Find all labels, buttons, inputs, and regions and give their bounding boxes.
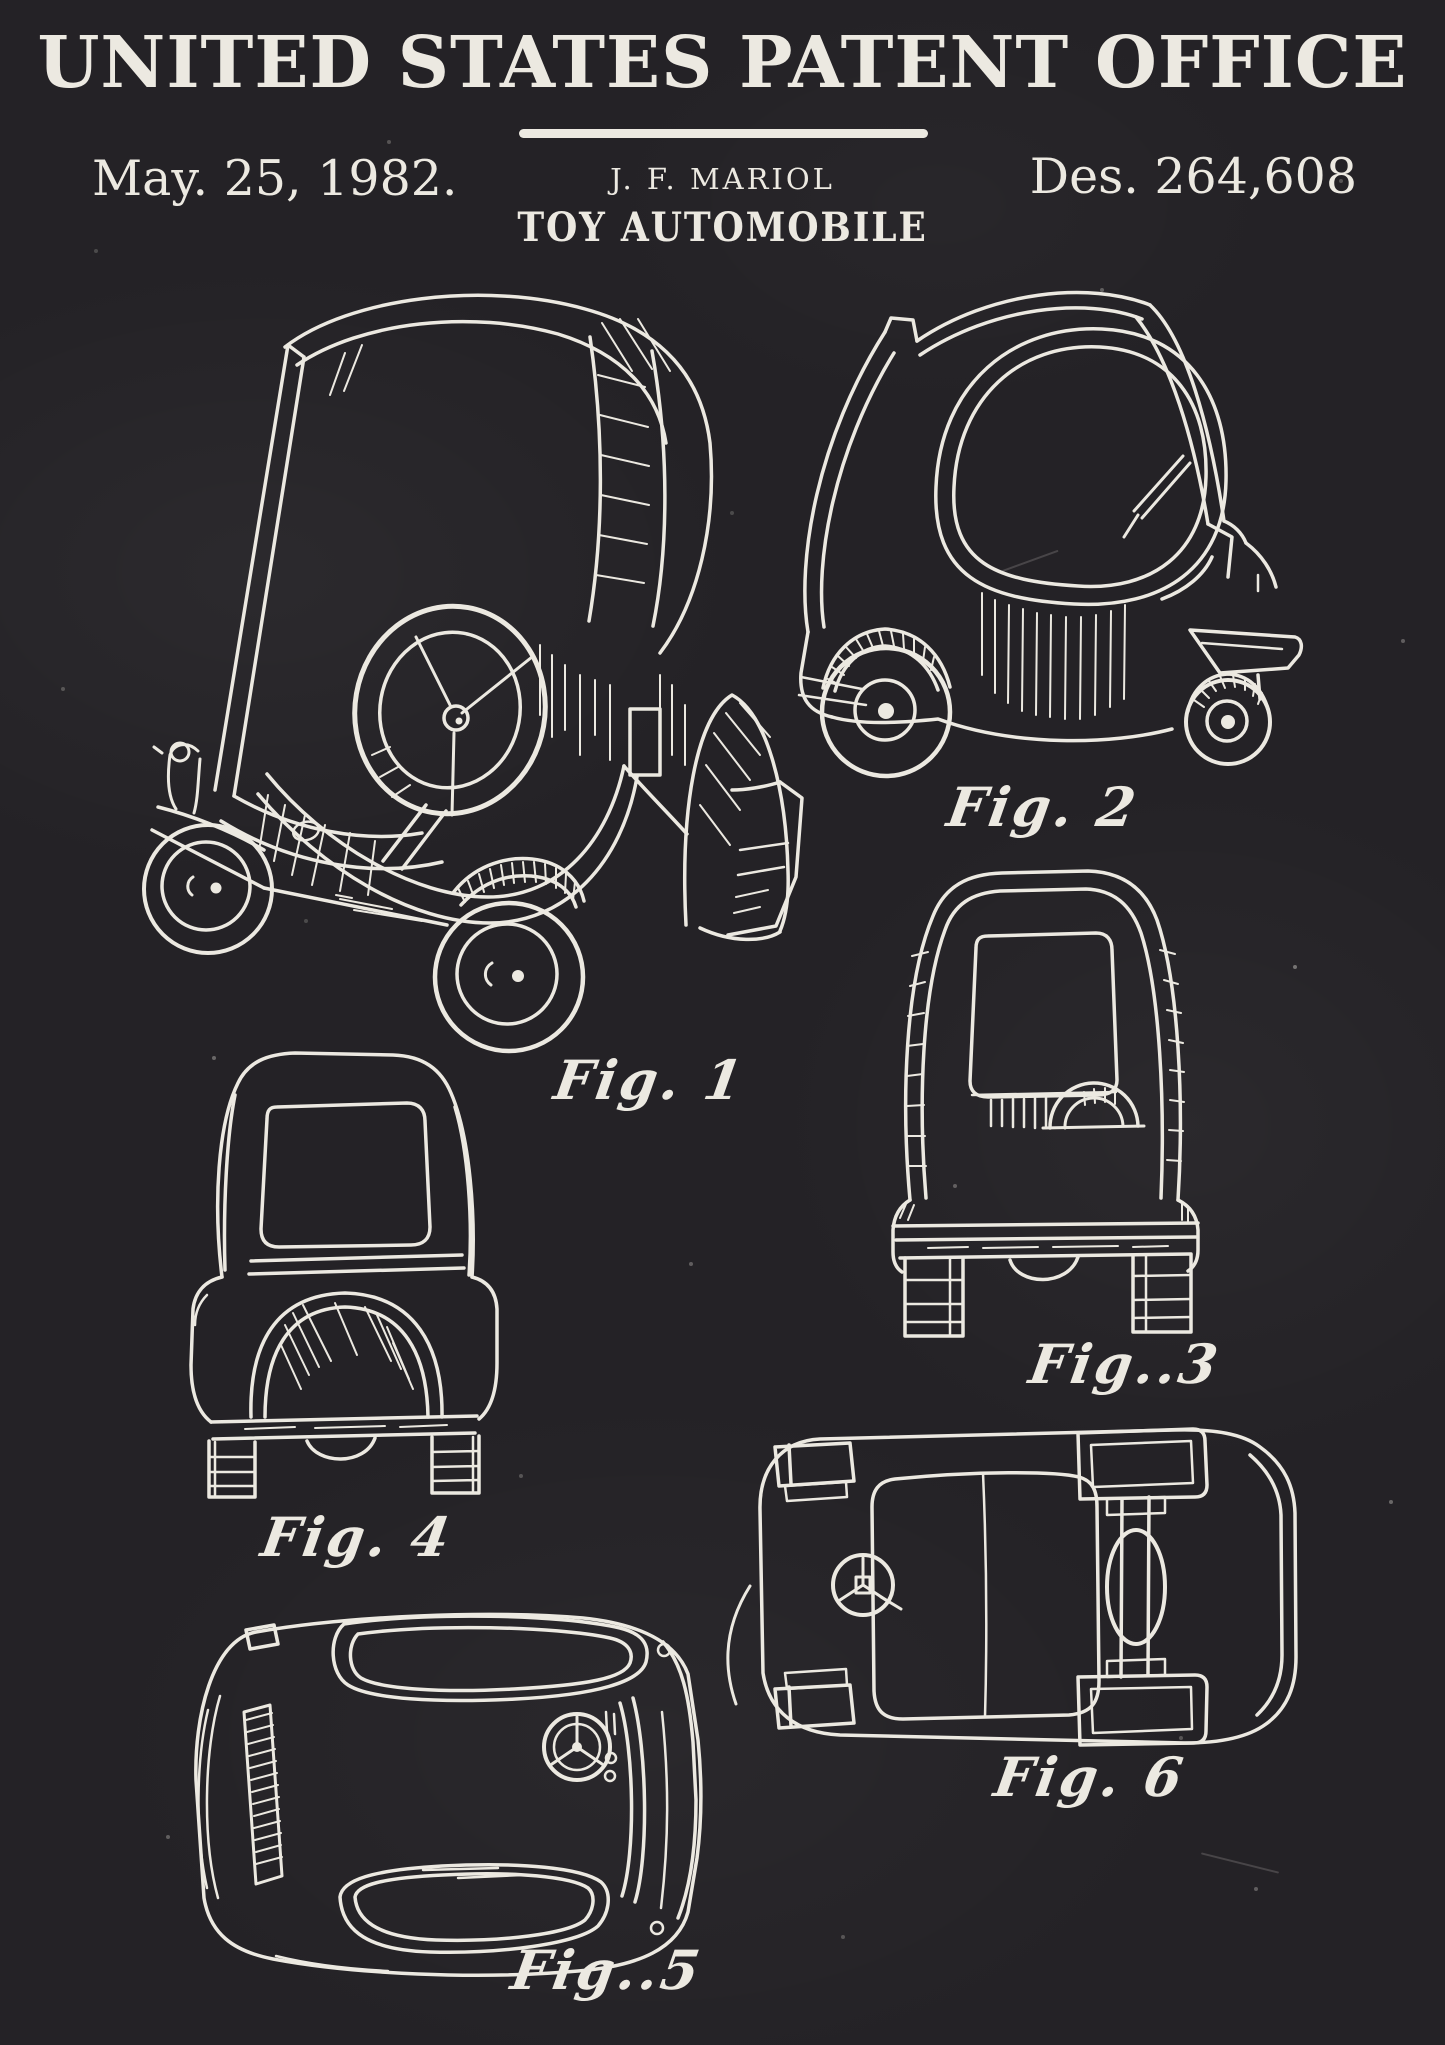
fig3-label: Fig..3 (1024, 1332, 1225, 1396)
title-divider (519, 129, 928, 138)
fig1-perspective-view-drawing (142, 293, 804, 1054)
fig6-bottom-view-drawing (758, 1427, 1298, 1747)
inventor-name: J. F. MARIOL (610, 162, 835, 196)
chalk-flourish (726, 1584, 752, 1706)
fig1-label: Fig. 1 (549, 1048, 750, 1112)
invention-title: TOY AUTOMOBILE (517, 204, 928, 251)
chalk-scratch (1200, 1852, 1280, 1874)
patent-date: May. 25, 1982. (92, 150, 458, 207)
fig2-label: Fig. 2 (942, 775, 1143, 839)
fig2-side-view-drawing (797, 290, 1304, 779)
chalk-specks (0, 0, 2, 2)
page-title: UNITED STATES PATENT OFFICE (37, 20, 1408, 104)
fig4-rear-view-drawing (189, 1051, 499, 1499)
patent-number: Des. 264,608 (1029, 148, 1357, 205)
fig3-front-view-drawing (891, 869, 1200, 1338)
fig6-label: Fig. 6 (989, 1745, 1190, 1809)
fig4-label: Fig. 4 (256, 1505, 457, 1569)
fig5-top-view-drawing (194, 1612, 703, 1977)
fig5-label: Fig..5 (506, 1938, 707, 2002)
